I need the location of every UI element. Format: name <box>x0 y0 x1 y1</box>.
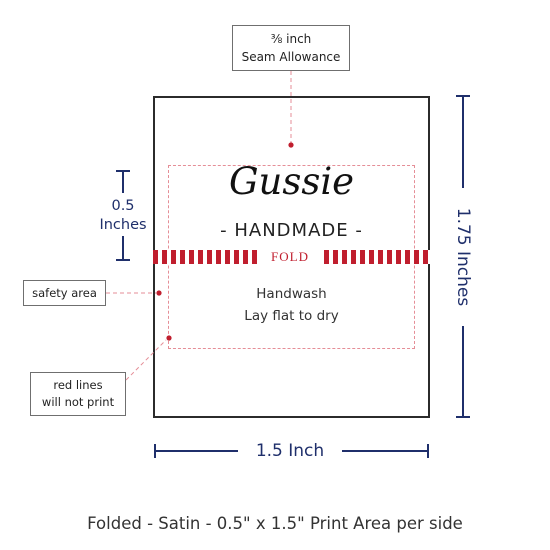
brand-name: Gussie <box>228 160 355 203</box>
safety-area-label: safety area <box>32 286 97 300</box>
seam-allowance-callout: ⅜ inch Seam Allowance <box>232 25 350 71</box>
print-area-caption: Folded - Satin - 0.5" x 1.5" Print Area … <box>87 514 463 533</box>
care-instruction-dry: Lay flat to dry <box>244 308 339 324</box>
half-inch-value: 0.5 <box>111 198 135 214</box>
half-inch-bracket <box>116 170 130 261</box>
red-lines-label: red lines <box>53 378 103 392</box>
fold-label: FOLD <box>258 249 322 265</box>
safety-pointer-dot <box>156 290 162 296</box>
width-dimension-line <box>154 444 429 458</box>
half-inch-dimension-label: 0.5 Inches <box>92 197 154 235</box>
seam-allowance-amount: ⅜ inch <box>270 32 312 46</box>
redlines-pointer-dot <box>166 335 172 341</box>
red-lines-callout: red lines will not print <box>30 372 126 416</box>
red-lines-note: will not print <box>41 395 115 409</box>
seam-allowance-label: Seam Allowance <box>241 50 341 64</box>
safety-area-callout: safety area <box>23 280 106 306</box>
brand-subtitle: - HANDMADE - <box>220 220 363 241</box>
seam-pointer-dot <box>288 142 294 148</box>
width-dimension-label: 1.5 Inch <box>240 440 340 462</box>
half-inch-unit: Inches <box>99 217 147 233</box>
redlines-pointer-line <box>125 339 167 381</box>
care-instruction-wash: Handwash <box>256 286 327 302</box>
height-dimension-line <box>456 95 470 418</box>
